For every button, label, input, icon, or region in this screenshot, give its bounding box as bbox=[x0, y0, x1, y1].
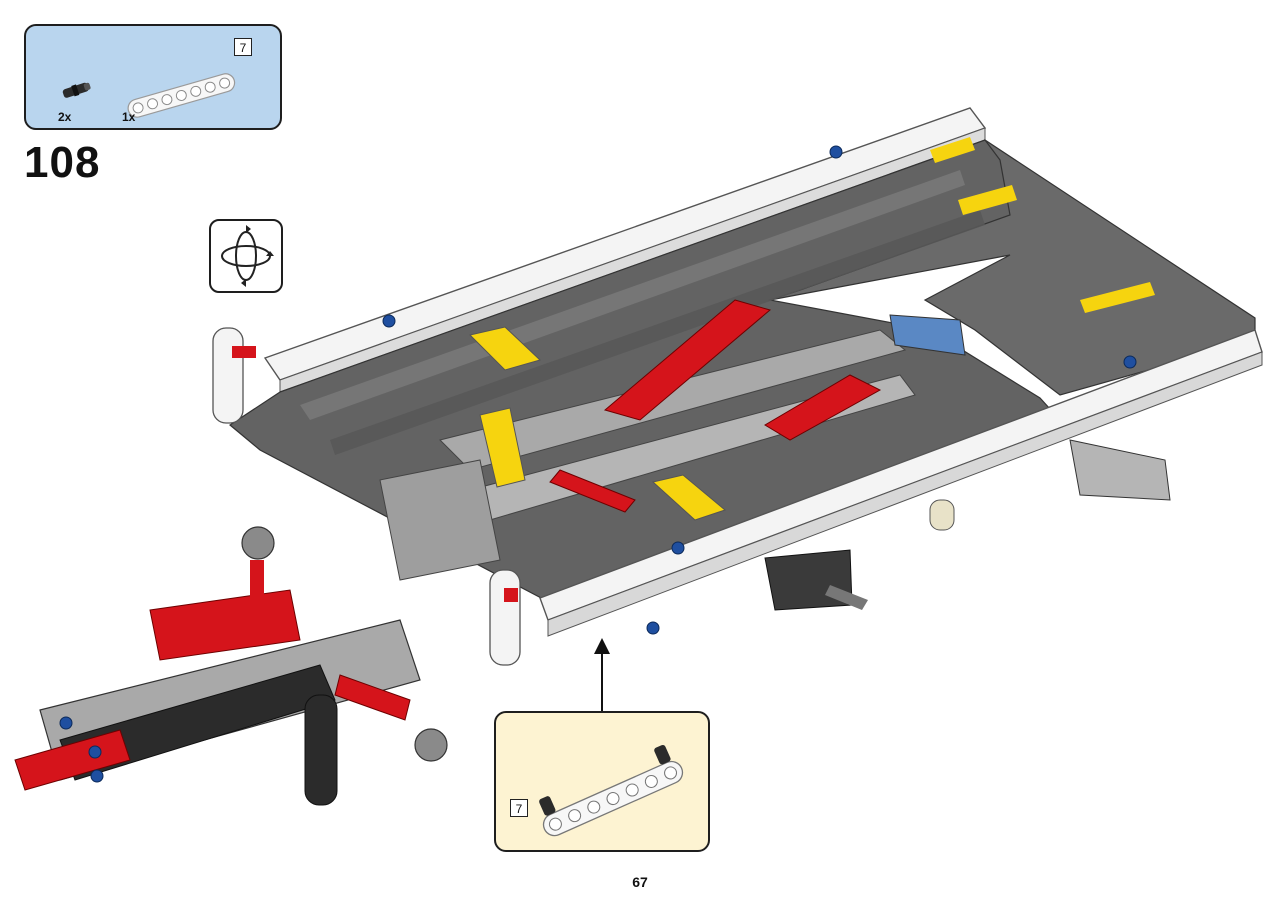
callout-pointer-arrow bbox=[594, 638, 610, 711]
front-gear-assembly bbox=[14, 526, 448, 806]
blue-pins bbox=[59, 145, 1137, 783]
parts-list-illustration bbox=[62, 73, 236, 118]
callout-beam-illustration bbox=[539, 744, 684, 837]
callout-beam-length-tag: 7 bbox=[510, 799, 528, 817]
left-vertical-beams bbox=[212, 327, 521, 666]
parts-list-box: 2x 1x 7 bbox=[24, 24, 282, 130]
red-suspension-arms bbox=[549, 299, 882, 513]
beam-length-tag: 7 bbox=[234, 38, 252, 56]
under-parts bbox=[764, 314, 1171, 611]
step-number: 108 bbox=[24, 138, 101, 187]
yellow-parts bbox=[469, 326, 727, 521]
rotate-model-icon bbox=[209, 219, 283, 293]
black-pin-part bbox=[62, 82, 91, 98]
pin-quantity: 2x bbox=[58, 110, 72, 124]
dark-gray-deck bbox=[228, 139, 1062, 601]
front-white-beam bbox=[539, 329, 1263, 637]
hazard-stripes bbox=[930, 137, 1155, 313]
sub-assembly-callout: 7 bbox=[494, 711, 710, 852]
page-number: 67 bbox=[632, 874, 648, 890]
beam-quantity: 1x bbox=[122, 110, 136, 124]
white-beam-part bbox=[127, 73, 236, 118]
